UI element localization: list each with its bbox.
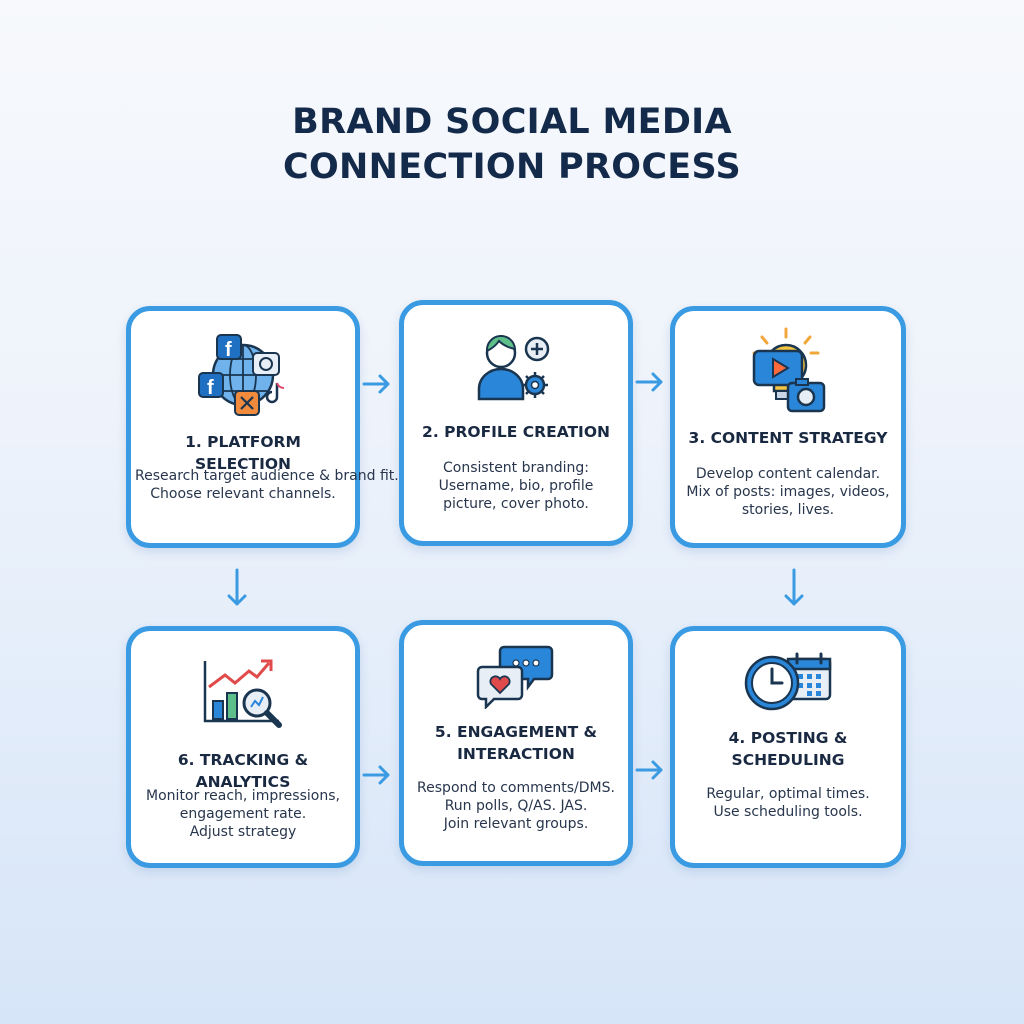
heading-line: 4. POSTING & bbox=[728, 729, 848, 747]
heading-line: 1. PLATFORM SELECTION bbox=[185, 433, 301, 473]
title-line-1: BRAND SOCIAL MEDIA bbox=[292, 102, 732, 142]
step-description: Monitor reach, impressions, engagement r… bbox=[135, 787, 351, 841]
desc-line: stories, lives. bbox=[741, 502, 835, 518]
desc-line: Develop content calendar. bbox=[695, 466, 881, 482]
clock-calendar-icon bbox=[742, 649, 834, 713]
step-description: Regular, optimal times. Use scheduling t… bbox=[679, 785, 897, 821]
desc-line: Join relevant groups. bbox=[443, 816, 589, 832]
analytics-chart-icon bbox=[199, 657, 287, 729]
svg-text:f: f bbox=[225, 339, 232, 361]
desc-line: Monitor reach, impressions, bbox=[146, 788, 340, 804]
content-idea-icon bbox=[746, 325, 830, 415]
step-card-platform-selection: f f 1. PLATFORM SELECTION Research targe… bbox=[126, 306, 399, 548]
desc-line: Regular, optimal times. bbox=[706, 786, 870, 802]
step-description: Consistent branding: Username, bio, prof… bbox=[408, 459, 624, 513]
step-heading: 1. PLATFORM SELECTION bbox=[137, 431, 349, 475]
arrow-right-icon bbox=[362, 374, 390, 394]
desc-line: Adjust strategy bbox=[189, 824, 297, 840]
desc-line: Username, bio, profile bbox=[438, 478, 594, 494]
desc-line: Respond to comments/DMS. bbox=[417, 780, 615, 796]
step-card-engagement-interaction: 5. ENGAGEMENT & INTERACTION Respond to c… bbox=[399, 620, 633, 866]
step-card-posting-scheduling: 4. POSTING & SCHEDULING Regular, optimal… bbox=[670, 626, 906, 868]
heading-line: 3. CONTENT STRATEGY bbox=[688, 429, 888, 447]
arrow-right-icon bbox=[635, 372, 663, 392]
arrow-down-icon bbox=[784, 568, 804, 606]
heading-line: 5. ENGAGEMENT & bbox=[434, 723, 598, 741]
step-heading: 5. ENGAGEMENT & INTERACTION bbox=[410, 721, 622, 765]
step-heading: 6. TRACKING & ANALYTICS bbox=[137, 749, 349, 793]
step-description: Research target audience & brand fit. Ch… bbox=[135, 467, 399, 503]
step-description: Develop content calendar. Mix of posts: … bbox=[679, 465, 897, 519]
step-heading: 4. POSTING & SCHEDULING bbox=[681, 727, 895, 771]
arrow-down-icon bbox=[227, 568, 247, 606]
step-heading: 2. PROFILE CREATION bbox=[410, 421, 622, 443]
user-profile-icon bbox=[471, 323, 561, 403]
arrow-right-icon bbox=[362, 765, 390, 785]
step-heading: 3. CONTENT STRATEGY bbox=[681, 427, 895, 449]
desc-line: picture, cover photo. bbox=[443, 496, 589, 512]
chat-bubbles-icon bbox=[476, 643, 556, 711]
social-platforms-icon: f f bbox=[195, 329, 291, 421]
arrow-right-icon bbox=[635, 760, 663, 780]
heading-line: INTERACTION bbox=[457, 745, 575, 763]
desc-line: Research target audience & brand fit. bbox=[135, 468, 399, 484]
desc-line: Run polls, Q/AS. JAS. bbox=[444, 798, 588, 814]
desc-line: Choose relevant channels. bbox=[150, 486, 336, 502]
desc-line: Consistent branding: bbox=[443, 460, 589, 476]
title-line-2: CONNECTION PROCESS bbox=[283, 147, 741, 187]
svg-text:f: f bbox=[207, 377, 214, 399]
page-title: BRAND SOCIAL MEDIA CONNECTION PROCESS bbox=[0, 100, 1024, 190]
heading-line: 2. PROFILE CREATION bbox=[422, 423, 610, 441]
step-card-content-strategy: 3. CONTENT STRATEGY Develop content cale… bbox=[670, 306, 906, 548]
desc-line: engagement rate. bbox=[179, 806, 307, 822]
step-card-tracking-analytics: 6. TRACKING & ANALYTICS Monitor reach, i… bbox=[126, 626, 360, 868]
heading-line: SCHEDULING bbox=[731, 751, 845, 769]
heading-line: 6. TRACKING & ANALYTICS bbox=[177, 751, 309, 791]
step-card-profile-creation: 2. PROFILE CREATION Consistent branding:… bbox=[399, 300, 633, 546]
desc-line: Use scheduling tools. bbox=[713, 804, 863, 820]
step-description: Respond to comments/DMS. Run polls, Q/AS… bbox=[408, 779, 624, 833]
desc-line: Mix of posts: images, videos, bbox=[686, 484, 890, 500]
